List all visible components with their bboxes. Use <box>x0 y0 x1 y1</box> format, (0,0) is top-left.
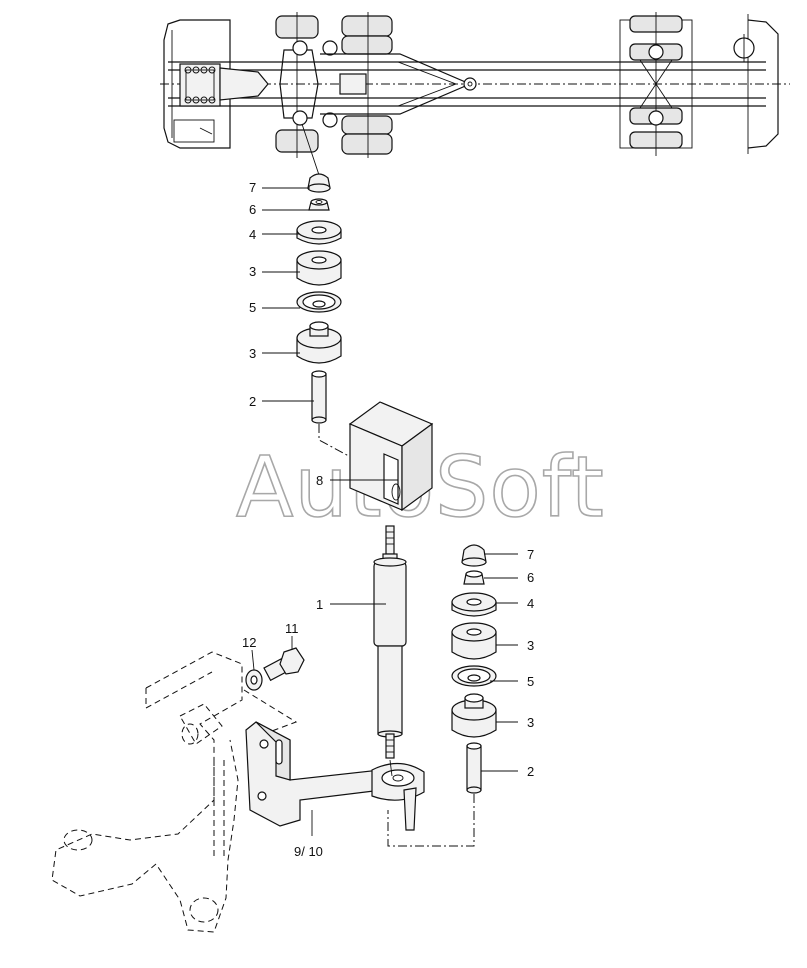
part-8-upper-bracket <box>348 401 434 512</box>
callouts-center: 8 1 12 11 9/ 10 <box>242 473 398 859</box>
callout-2-left: 2 <box>249 394 256 409</box>
frame-casting-outline <box>51 651 243 933</box>
callout-11: 11 <box>285 621 299 636</box>
callout-3-left-b: 3 <box>249 346 256 361</box>
assembly-path-lower <box>387 794 475 847</box>
callout-4-right: 4 <box>527 596 534 611</box>
callout-3-right-b: 3 <box>527 715 534 730</box>
callout-7-right: 7 <box>527 547 534 562</box>
assembly-path-upper <box>318 424 361 463</box>
callout-5-right: 5 <box>527 674 534 689</box>
callout-12: 12 <box>242 635 256 650</box>
callouts-left-stack: 7 6 4 3 5 3 2 <box>249 180 314 409</box>
mount-stack-upper <box>296 173 342 424</box>
callout-1: 1 <box>316 597 323 612</box>
part-2-sleeve <box>311 373 327 421</box>
callout-8: 8 <box>316 473 323 488</box>
callout-7-left: 7 <box>249 180 256 195</box>
part-1-shock-absorber <box>373 525 407 759</box>
callout-6-left: 6 <box>249 202 256 217</box>
callout-9-10: 9/ 10 <box>294 844 323 859</box>
callouts-right-stack: 7 6 4 3 5 3 2 <box>481 547 534 779</box>
part-9-10-lower-bracket <box>245 721 425 831</box>
callout-3-right-a: 3 <box>527 638 534 653</box>
leader-line <box>301 123 321 179</box>
mount-stack-lower <box>451 544 497 794</box>
callout-3-left-a: 3 <box>249 264 256 279</box>
chassis-top-view <box>160 12 790 158</box>
callout-2-right: 2 <box>527 764 534 779</box>
callout-5-left: 5 <box>249 300 256 315</box>
callout-6-right: 6 <box>527 570 534 585</box>
callout-4-left: 4 <box>249 227 256 242</box>
